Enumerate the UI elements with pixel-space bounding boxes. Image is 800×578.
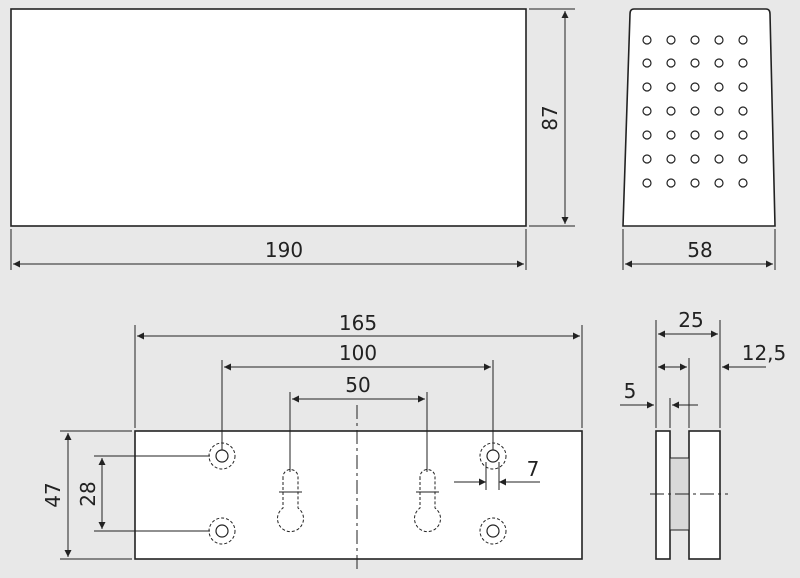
mounting-hole-bottom-right (479, 517, 507, 545)
hole-diameter-label: 7 (527, 457, 540, 481)
vent-hole (642, 58, 652, 68)
vent-hole (690, 154, 700, 164)
vent-hole (738, 178, 748, 188)
vent-hole (666, 58, 676, 68)
vent-hole (714, 130, 724, 140)
glass-gap-label: 5 (624, 379, 637, 403)
vent-hole (690, 35, 700, 45)
side-view: 58 (622, 8, 776, 270)
vent-hole (690, 82, 700, 92)
vent-hole (642, 106, 652, 116)
vent-hole (642, 178, 652, 188)
vent-hole (666, 106, 676, 116)
vent-hole (642, 35, 652, 45)
hole-vertical-label: 28 (76, 481, 100, 506)
mounting-plate-view: 165 100 50 47 28 (41, 311, 583, 572)
side-view-body (622, 8, 776, 227)
vent-hole (738, 130, 748, 140)
vent-hole (642, 154, 652, 164)
vent-hole (666, 82, 676, 92)
vent-hole (666, 154, 676, 164)
clamp-left-jaw (655, 430, 671, 560)
vent-hole (738, 82, 748, 92)
vent-hole (690, 58, 700, 68)
vent-hole-grid (642, 35, 748, 188)
front-view-body (10, 8, 527, 227)
vent-hole (690, 178, 700, 188)
vent-hole (738, 58, 748, 68)
keyhole-spacing-label: 50 (345, 373, 370, 397)
vent-hole (666, 130, 676, 140)
side-depth-label: 58 (687, 238, 712, 262)
vent-hole (738, 154, 748, 164)
plate-height-label: 47 (41, 482, 65, 507)
vent-hole (714, 154, 724, 164)
vent-hole (642, 130, 652, 140)
clamp-offset-label: 12,5 (742, 341, 787, 365)
clamp-section-view: 25 12,5 5 (620, 308, 787, 560)
vent-hole (690, 106, 700, 116)
vent-hole (714, 35, 724, 45)
front-view: 87 190 (10, 8, 575, 270)
mounting-hole-bottom-left (208, 517, 236, 545)
vent-hole (714, 58, 724, 68)
keyhole-right (414, 469, 441, 533)
plate-width-label: 165 (339, 311, 377, 335)
mounting-plate (134, 430, 583, 560)
vent-hole (642, 82, 652, 92)
hole-spacing-label: 100 (339, 341, 377, 365)
keyhole-left (277, 469, 304, 533)
vent-hole (738, 35, 748, 45)
vent-hole (714, 82, 724, 92)
vent-hole (738, 106, 748, 116)
front-width-label: 190 (265, 238, 303, 262)
vent-hole (666, 178, 676, 188)
front-height-label: 87 (538, 105, 562, 130)
mounting-hole-top-right (479, 442, 507, 470)
vent-hole (714, 106, 724, 116)
clamp-depth-label: 25 (678, 308, 703, 332)
mounting-hole-top-left (208, 442, 236, 470)
vent-hole (690, 130, 700, 140)
vent-hole (666, 35, 676, 45)
vent-hole (714, 178, 724, 188)
clamp-right-jaw (688, 430, 721, 560)
